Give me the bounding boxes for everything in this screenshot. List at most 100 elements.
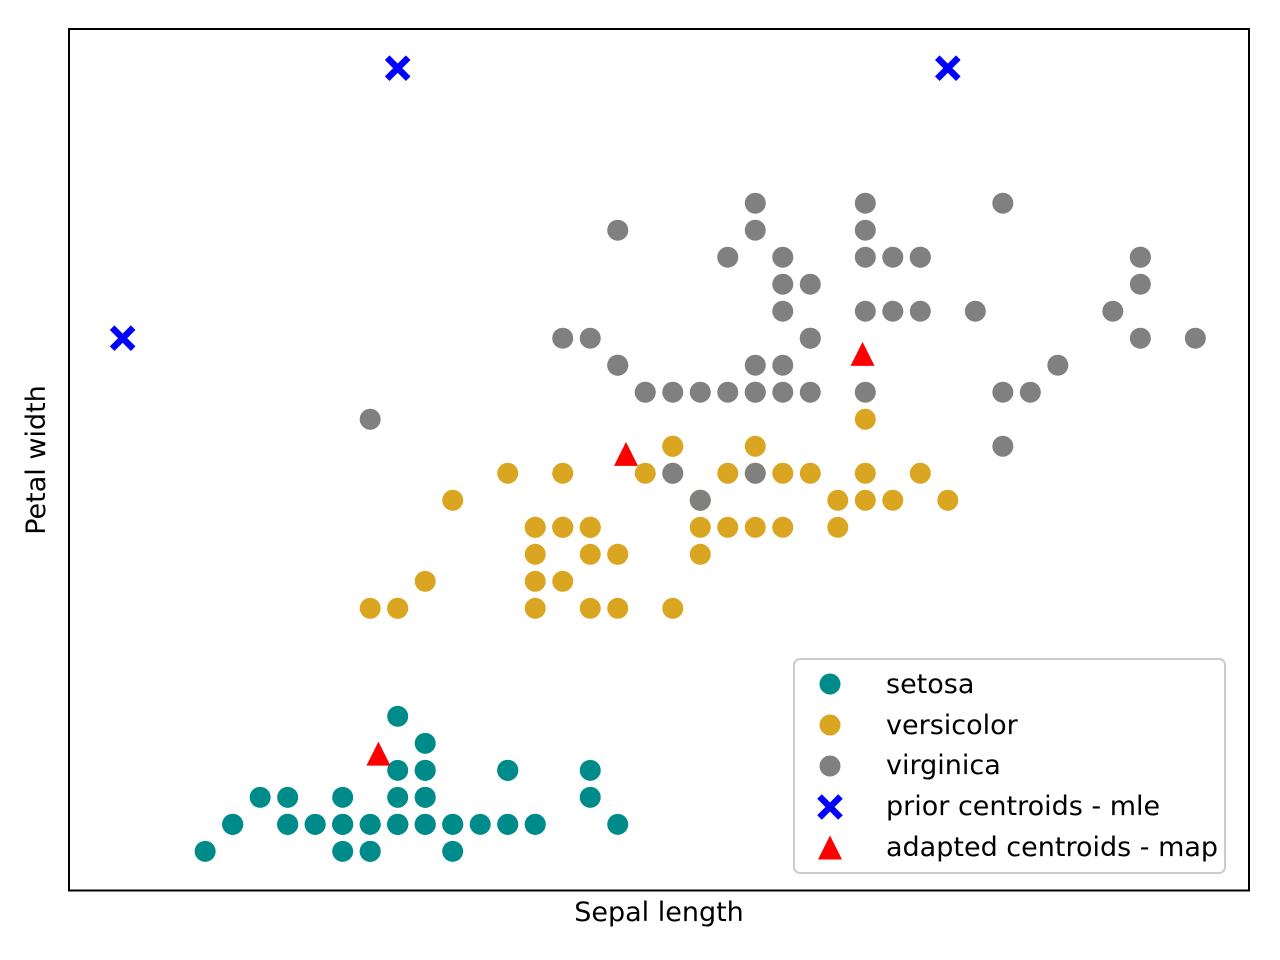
data-point — [992, 435, 1014, 457]
virginica-points — [359, 192, 1206, 511]
data-point — [799, 462, 821, 484]
data-point — [854, 462, 876, 484]
data-point — [937, 489, 959, 511]
legend-label-setosa: setosa — [886, 668, 975, 700]
data-point — [717, 246, 739, 268]
data-point — [414, 813, 436, 835]
data-point — [827, 516, 849, 538]
data-point — [579, 786, 601, 808]
data-point — [717, 381, 739, 403]
data-point — [222, 813, 244, 835]
data-point — [524, 516, 546, 538]
data-point — [882, 300, 904, 322]
data-point — [717, 516, 739, 538]
data-point — [799, 327, 821, 349]
data-point — [387, 759, 409, 781]
data-point — [524, 570, 546, 592]
data-point — [772, 300, 794, 322]
data-point — [772, 381, 794, 403]
data-points-layer — [109, 55, 1206, 862]
data-point — [744, 219, 766, 241]
legend-item-setosa: setosa — [795, 664, 1224, 705]
data-point — [249, 786, 271, 808]
data-point — [414, 570, 436, 592]
data-point — [854, 246, 876, 268]
data-point — [442, 813, 464, 835]
virginica-marker-icon — [819, 755, 841, 777]
data-point — [524, 543, 546, 565]
data-point — [854, 408, 876, 430]
data-point — [992, 192, 1014, 214]
legend-item-virginica: virginica — [795, 746, 1224, 787]
data-point — [1102, 300, 1124, 322]
data-point — [772, 462, 794, 484]
data-point — [689, 489, 711, 511]
data-point — [579, 327, 601, 349]
data-point — [772, 516, 794, 538]
x-axis-label: Sepal length — [574, 897, 744, 928]
data-point — [662, 435, 684, 457]
data-point — [579, 543, 601, 565]
y-axis-label: Petal width — [21, 385, 53, 535]
data-point — [827, 489, 849, 511]
data-point — [442, 840, 464, 862]
data-point — [744, 354, 766, 376]
data-point — [689, 381, 711, 403]
data-point — [744, 435, 766, 457]
data-point — [909, 300, 931, 322]
data-point — [689, 516, 711, 538]
data-point — [332, 840, 354, 862]
data-point — [689, 543, 711, 565]
data-point — [332, 786, 354, 808]
data-point — [1047, 354, 1069, 376]
data-point — [717, 462, 739, 484]
data-point — [634, 462, 656, 484]
data-point — [524, 813, 546, 835]
data-point — [1129, 327, 1151, 349]
plot-border — [68, 28, 1250, 892]
data-point — [744, 381, 766, 403]
legend-label-versicolor: versicolor — [886, 709, 1018, 741]
data-point — [1184, 327, 1206, 349]
setosa-points — [194, 705, 629, 862]
data-point — [524, 597, 546, 619]
prior-centroids-x-icon — [817, 793, 843, 820]
data-point — [442, 489, 464, 511]
data-point — [607, 543, 629, 565]
data-point — [964, 300, 986, 322]
data-point — [552, 570, 574, 592]
data-point — [662, 597, 684, 619]
data-point — [854, 381, 876, 403]
data-point — [277, 813, 299, 835]
data-point — [414, 732, 436, 754]
legend-item-versicolor: versicolor — [795, 705, 1224, 746]
data-point — [387, 597, 409, 619]
versicolor-points — [359, 381, 959, 619]
data-point — [607, 813, 629, 835]
data-point — [579, 759, 601, 781]
data-point — [359, 813, 381, 835]
data-point — [1129, 273, 1151, 295]
data-point — [497, 462, 519, 484]
data-point — [772, 354, 794, 376]
data-point — [1129, 246, 1151, 268]
data-point — [497, 759, 519, 781]
prior-centroids---mle-points — [109, 55, 961, 352]
data-point — [613, 441, 638, 466]
data-point — [384, 55, 411, 81]
data-point — [359, 408, 381, 430]
data-point — [552, 462, 574, 484]
setosa-marker-icon — [819, 673, 841, 695]
data-point — [332, 813, 354, 835]
adapted-centroids---map-points — [366, 341, 875, 766]
data-point — [854, 192, 876, 214]
data-point — [387, 705, 409, 727]
data-point — [854, 489, 876, 511]
data-point — [662, 462, 684, 484]
data-point — [414, 759, 436, 781]
data-point — [359, 840, 381, 862]
data-point — [579, 597, 601, 619]
data-point — [662, 381, 684, 403]
